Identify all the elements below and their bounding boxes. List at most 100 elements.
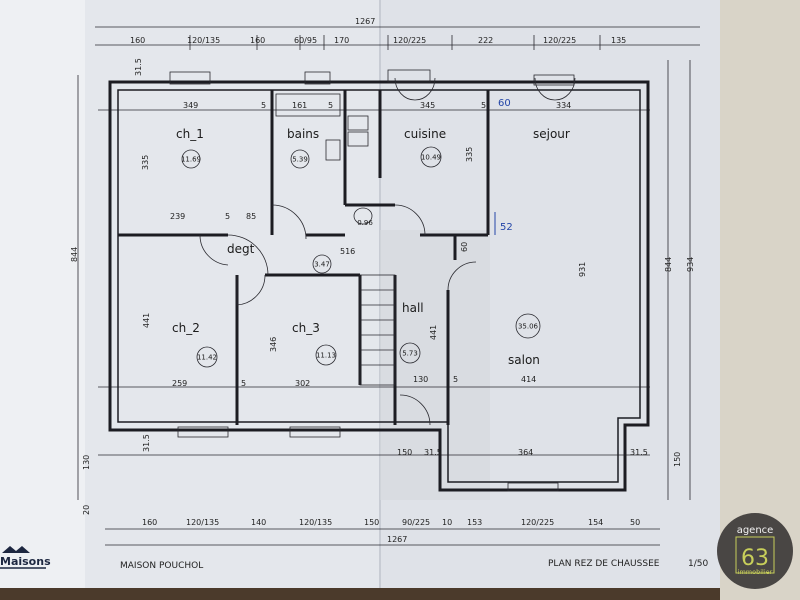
- windows: [169, 69, 575, 492]
- agency-top-text: agence: [737, 525, 774, 536]
- dim-label: 90/225: [402, 518, 430, 527]
- note-52: 52: [500, 222, 513, 233]
- handwritten-notes: 60 52: [494, 98, 513, 235]
- bottom-dimensions: 160 120/135 140 120/135 150 90/225 10 15…: [142, 518, 640, 544]
- maker-name: Maisons: [0, 555, 51, 568]
- badge-frame: [735, 536, 775, 574]
- dim-label: 364: [518, 448, 533, 457]
- area-circle: [515, 313, 541, 339]
- dim-label: 259: [172, 379, 187, 388]
- dim-label: 349: [183, 101, 198, 110]
- dim-label: 130: [413, 375, 428, 384]
- roof-icon: [2, 546, 30, 553]
- dim-label: 345: [420, 101, 435, 110]
- owner-title: MAISON POUCHOL: [120, 561, 203, 571]
- dim-label: 160: [250, 36, 265, 45]
- room-hall: hall 5.73: [399, 301, 424, 364]
- paper-left-edge: [0, 0, 85, 588]
- dim-label: 335: [141, 155, 150, 170]
- room-area: 11.42: [197, 354, 217, 362]
- dim-label: 441: [429, 325, 438, 340]
- dim-label: 120/225: [543, 36, 576, 45]
- dim-label: 20: [82, 505, 91, 515]
- room-degt: degt 3.47: [227, 242, 332, 274]
- room-name: cuisine: [404, 127, 446, 141]
- room-name: degt: [227, 242, 255, 256]
- room-area: 11.69: [181, 156, 201, 164]
- note-60: 60: [498, 98, 511, 109]
- area-circle: [290, 149, 310, 169]
- agency-number: 63: [741, 546, 769, 571]
- dim-label: 335: [465, 147, 474, 162]
- dim-label: 302: [295, 379, 310, 388]
- scale-label: 1/50: [688, 559, 708, 569]
- dim-label: 5: [453, 375, 458, 384]
- dim-label: 31.5: [630, 448, 648, 457]
- room-area: 5.73: [402, 350, 418, 358]
- room-name: ch_2: [172, 321, 200, 335]
- dim-label: 5: [481, 101, 486, 110]
- dim-label: 10: [442, 518, 452, 527]
- dim-label: 154: [588, 518, 603, 527]
- wc-area: 0.96: [357, 219, 373, 227]
- dim-label: 931: [578, 262, 587, 277]
- background-wall: [720, 0, 800, 600]
- dim-label: 334: [556, 101, 571, 110]
- area-circle: [196, 346, 218, 368]
- dim-label: 934: [686, 257, 695, 272]
- dim-label: 130: [82, 455, 91, 470]
- room-area: 5.39: [292, 156, 308, 164]
- room-area: 11.13: [316, 352, 336, 360]
- room-salon: salon 35.06: [508, 313, 541, 367]
- dim-label: 160: [130, 36, 145, 45]
- room-area: 10.49: [421, 154, 441, 162]
- dim-label: 120/225: [393, 36, 426, 45]
- area-circle: [181, 149, 201, 169]
- dimension-lines: [77, 26, 700, 546]
- dim-label: 120/135: [186, 518, 219, 527]
- dim-label: 150: [364, 518, 379, 527]
- top-dimensions: 1267 160 120/135 160 60/95 170 120/225 2…: [130, 17, 626, 45]
- area-circle: [312, 254, 332, 274]
- exterior-walls: [108, 80, 650, 492]
- dim-label: 140: [251, 518, 266, 527]
- staircase: [359, 274, 396, 386]
- dim-label: 120/225: [521, 518, 554, 527]
- dim-label: 414: [521, 375, 536, 384]
- dim-label: 60: [460, 242, 469, 252]
- dim-label: 516: [340, 247, 355, 256]
- dim-label: 170: [334, 36, 349, 45]
- dim-label: 346: [269, 337, 278, 352]
- dim-label: 844: [664, 257, 673, 272]
- room-name: hall: [402, 301, 424, 315]
- dim-label: 150: [673, 452, 682, 467]
- dim-label: 153: [467, 518, 482, 527]
- agency-badge: agence 63 immobilier: [717, 513, 793, 589]
- room-area: 3.47: [314, 261, 330, 269]
- dim-label: 120/135: [187, 36, 220, 45]
- room-name: ch_1: [176, 127, 204, 141]
- maisons-logo: Maisons: [0, 546, 51, 569]
- dim-label: 5: [328, 101, 333, 110]
- room-cuisine: cuisine 10.49: [404, 127, 446, 168]
- room-bains: bains 5.39: [287, 127, 319, 169]
- dim-label: 239: [170, 212, 185, 221]
- dim-label: 31.5: [134, 58, 143, 76]
- door-swings: [199, 77, 576, 426]
- dim-label: 222: [478, 36, 493, 45]
- total-width-bottom: 1267: [387, 535, 407, 544]
- dim-label: 85: [246, 212, 256, 221]
- dim-label: 160: [142, 518, 157, 527]
- dim-label: 5: [261, 101, 266, 110]
- dim-label: 161: [292, 101, 307, 110]
- dim-label: 5: [241, 379, 246, 388]
- area-circle: [399, 342, 421, 364]
- room-ch3: ch_3 11.13: [292, 321, 337, 366]
- dim-label: 50: [630, 518, 640, 527]
- room-ch1: ch_1 11.69: [176, 127, 204, 169]
- dim-label: 5: [225, 212, 230, 221]
- area-circle: [420, 146, 442, 168]
- inner-dimensions: 349 5 161 5 345 5 334 239 5 85 516 335 3…: [70, 58, 695, 515]
- dim-label: 31.5: [424, 448, 442, 457]
